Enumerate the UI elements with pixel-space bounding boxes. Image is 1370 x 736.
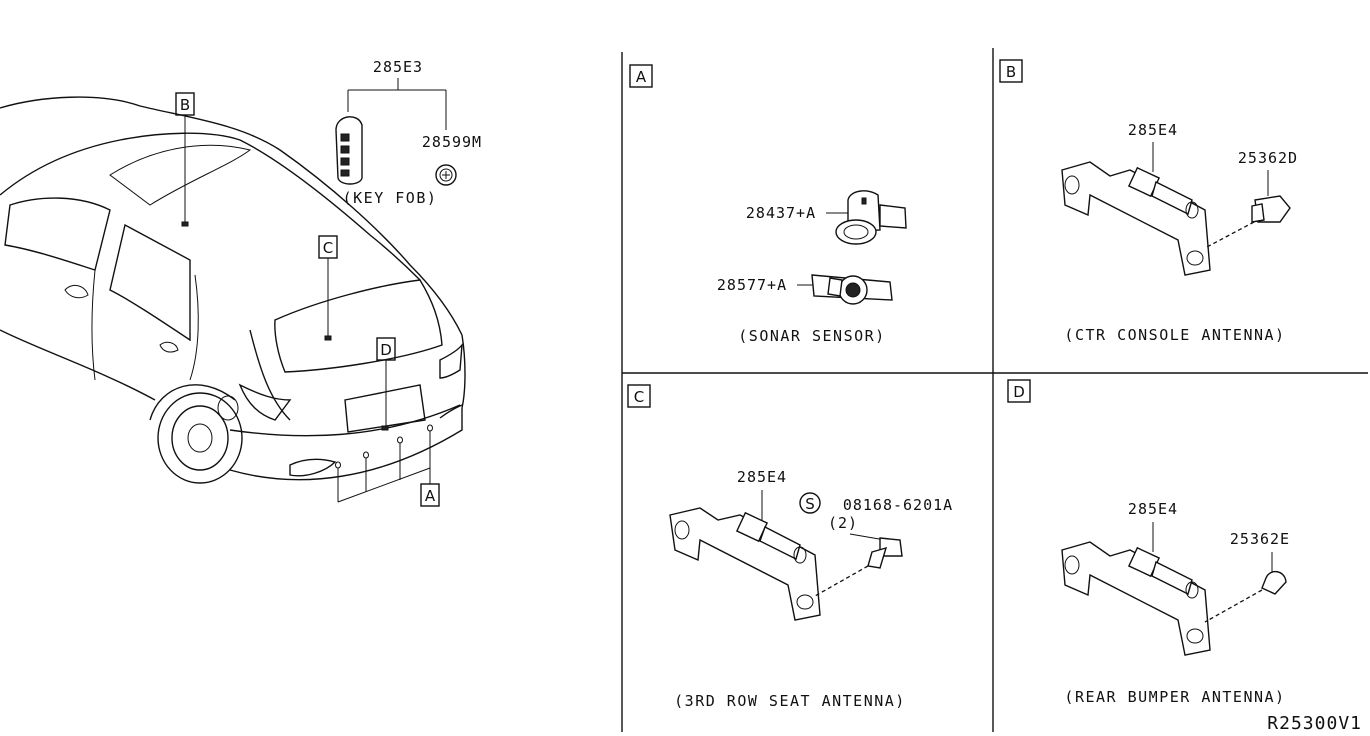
- 3rd-row-antenna-part-1: 285E4: [737, 468, 787, 486]
- panel-a-tag: A: [636, 68, 647, 86]
- svg-text:B: B: [180, 96, 190, 114]
- sonar-sensor-icon: [835, 190, 907, 245]
- bolt-icon: [867, 537, 903, 569]
- panel-d-caption: (REAR BUMPER ANTENNA): [1064, 688, 1285, 706]
- drawing-reference: R25300V1: [1267, 713, 1362, 734]
- vehicle-illustration: [0, 96, 466, 484]
- ctr-antenna-part-2: 25362D: [1238, 149, 1298, 167]
- rear-bumper-antenna-part-2: 25362E: [1230, 530, 1290, 548]
- panel-b-tag: B: [1006, 63, 1016, 81]
- panel-d-tag: D: [1013, 383, 1025, 401]
- svg-text:S: S: [805, 495, 815, 513]
- antenna-bracket-icon: [1061, 161, 1211, 276]
- callout-box-c: C: [318, 235, 338, 259]
- sonar-sensor-part-1: 28437+A: [746, 204, 816, 222]
- ctr-antenna-part-1: 285E4: [1128, 121, 1178, 139]
- callout-leaders: [184, 116, 431, 503]
- svg-text:A: A: [425, 487, 436, 505]
- panel-b: B 285E4 25362D (CTR CONSOLE ANTENNA): [999, 59, 1298, 344]
- callout-box-a: A: [420, 483, 440, 507]
- keyfob-caption: (KEY FOB): [343, 189, 438, 207]
- antenna-bracket-icon: [669, 507, 821, 621]
- key-fob-icon: [335, 116, 363, 185]
- panel-grid: [621, 48, 1368, 732]
- panel-a-caption: (SONAR SENSOR): [738, 327, 885, 345]
- 3rd-row-antenna-qty: (2): [828, 514, 858, 532]
- svg-text:C: C: [323, 239, 333, 257]
- coin-battery-icon: [435, 164, 457, 186]
- sonar-sensor-part-2: 28577+A: [717, 276, 787, 294]
- sensor-bracket-icon: [811, 274, 893, 305]
- antenna-bracket-icon: [1061, 541, 1211, 656]
- panel-c-tag: C: [634, 388, 644, 406]
- 3rd-row-antenna-part-2: 08168-6201A: [843, 496, 953, 514]
- callout-box-b: B: [175, 92, 195, 116]
- screw-symbol-icon: S: [799, 492, 821, 514]
- battery-part-number: 28599M: [422, 133, 482, 151]
- keyfob-part-number: 285E3: [373, 58, 423, 76]
- panel-d: D 285E4 25362E (REAR BUMPER ANTENNA): [1007, 379, 1290, 706]
- key-fob-group: 285E3 28599M (KEY FOB): [335, 58, 482, 207]
- svg-text:D: D: [380, 341, 392, 359]
- clip-icon: [1261, 571, 1287, 595]
- bolt-icon: [1251, 195, 1291, 223]
- panel-b-caption: (CTR CONSOLE ANTENNA): [1064, 326, 1285, 344]
- callout-box-d: D: [376, 337, 396, 361]
- panel-c: C 285E4 S 08168-6201A (2) (3RD ROW SEAT …: [627, 384, 953, 710]
- panel-a: A 28437+A 28577+A (SONAR SENSOR): [629, 64, 907, 345]
- panel-c-caption: (3RD ROW SEAT ANTENNA): [674, 692, 906, 710]
- rear-bumper-antenna-part-1: 285E4: [1128, 500, 1178, 518]
